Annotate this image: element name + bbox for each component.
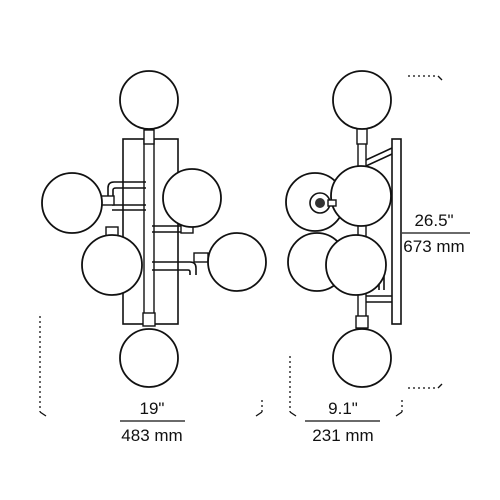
front-arm-upper-left xyxy=(107,181,146,200)
side-globe-front-upper xyxy=(330,165,392,227)
side-height-metric: 673 mm xyxy=(403,237,464,256)
side-depth-tick-left xyxy=(289,411,297,417)
side-depth-tick-right xyxy=(395,411,403,417)
side-height-imperial: 26.5" xyxy=(414,211,453,230)
front-socket-top xyxy=(143,129,155,145)
side-socket-knob-stem xyxy=(327,199,337,207)
front-socket-bottom xyxy=(142,312,156,327)
front-socket-right xyxy=(193,252,209,263)
side-globe-bottom xyxy=(332,328,392,388)
front-width-metric: 483 mm xyxy=(121,426,182,445)
side-globe-front-lower xyxy=(325,234,387,296)
side-wall-plate xyxy=(391,138,402,325)
front-globe-left xyxy=(41,172,103,234)
front-arm-lower-right xyxy=(152,261,197,275)
side-depth-imperial: 9.1" xyxy=(328,399,358,418)
side-depth-metric: 231 mm xyxy=(312,426,373,445)
front-globe-bottom xyxy=(119,328,179,388)
side-socket-bottom xyxy=(355,315,369,329)
front-globe-lower-left xyxy=(81,234,143,296)
side-socket-knob-center xyxy=(315,198,325,208)
side-height-tick-bottom xyxy=(437,383,443,389)
side-arm-bottom xyxy=(366,295,392,303)
front-width-tick-right xyxy=(255,411,263,417)
front-globe-center-right xyxy=(162,168,222,228)
front-globe-top xyxy=(119,70,179,130)
front-arm-left-connector xyxy=(112,204,146,211)
side-globe-top xyxy=(332,70,392,130)
side-arm-top xyxy=(365,147,393,167)
side-view: 9.1" 231 mm 26.5" 673 mm xyxy=(285,70,470,445)
front-width-imperial: 19" xyxy=(140,399,165,418)
front-central-stem xyxy=(143,139,155,316)
side-height-tick-top xyxy=(437,75,443,81)
side-socket-top xyxy=(356,127,368,145)
front-view: 19" 483 mm xyxy=(39,70,267,445)
front-width-tick-left xyxy=(39,411,47,417)
front-globe-right xyxy=(207,232,267,292)
